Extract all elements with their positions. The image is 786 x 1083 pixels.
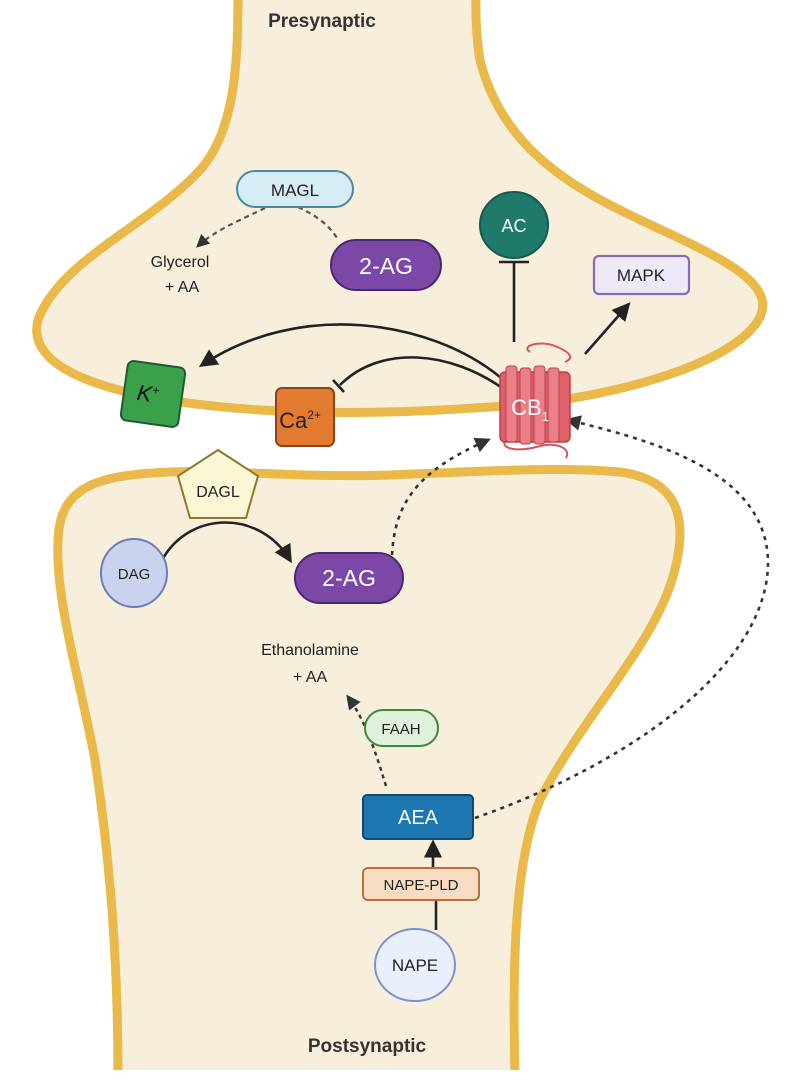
glycerol-label: Glycerol <box>151 254 210 271</box>
faah-node[interactable]: FAAH <box>364 709 439 747</box>
dag-node[interactable]: DAG <box>100 538 168 608</box>
mapk-label: MAPK <box>617 266 666 285</box>
nape-node[interactable]: NAPE <box>374 928 456 1002</box>
post-two-ag-node[interactable]: 2-AG <box>294 552 404 604</box>
glycerol-aa-label: + AA <box>165 279 200 296</box>
aea-node[interactable]: AEA <box>362 794 474 840</box>
magl-node[interactable]: MAGL <box>236 170 354 208</box>
postsynaptic-label: Postsynaptic <box>308 1036 427 1057</box>
post-two-ag-to-cb1-arrow <box>390 437 491 556</box>
ethanolamine-label: Ethanolamine <box>261 642 359 659</box>
ac-node[interactable]: AC <box>479 191 549 259</box>
ethanolamine-aa-label: + AA <box>293 669 328 686</box>
cb1-inhibits-ca-line <box>339 356 506 392</box>
ca-inhibition-bar <box>332 379 345 393</box>
cb1-receptor-node[interactable]: CB1 <box>499 342 572 459</box>
nape-label: NAPE <box>392 956 438 975</box>
aea-to-ethanolamine-arrow <box>346 694 388 787</box>
presynaptic-membrane <box>32 0 768 418</box>
mapk-node[interactable]: MAPK <box>592 254 691 296</box>
dagl-label: DAGL <box>196 484 240 501</box>
dag-label: DAG <box>118 566 151 583</box>
ac-label: AC <box>501 216 526 236</box>
cb1-label: CB1 <box>511 395 549 424</box>
ca-channel-node[interactable]: Ca2+ <box>275 387 335 447</box>
two-ag-to-magl-line <box>297 206 339 241</box>
pre-two-ag-label: 2-AG <box>359 253 413 279</box>
magl-label: MAGL <box>271 181 319 200</box>
cb1-to-mapk-arrow <box>584 302 631 355</box>
aea-label: AEA <box>398 807 439 829</box>
postsynaptic-membrane <box>53 464 685 1080</box>
nape-pld-label: NAPE-PLD <box>383 877 458 894</box>
k-label: K+ <box>135 380 160 408</box>
aea-to-cb1-arrow <box>474 415 770 820</box>
dagl-node[interactable]: DAGL <box>176 448 260 519</box>
faah-label: FAAH <box>381 721 420 738</box>
post-two-ag-label: 2-AG <box>322 565 376 591</box>
pre-two-ag-node[interactable]: 2-AG <box>330 239 442 291</box>
nape-pld-node[interactable]: NAPE-PLD <box>362 867 480 901</box>
presynaptic-label: Presynaptic <box>268 11 376 32</box>
ca-label: Ca2+ <box>279 408 321 433</box>
k-channel-node[interactable]: K+ <box>119 360 187 428</box>
cb1-to-k-arrow <box>198 323 501 379</box>
cb1-loops <box>503 342 572 459</box>
dag-to-two-ag-arrow <box>160 521 292 564</box>
magl-to-glycerol-arrow <box>196 207 266 248</box>
